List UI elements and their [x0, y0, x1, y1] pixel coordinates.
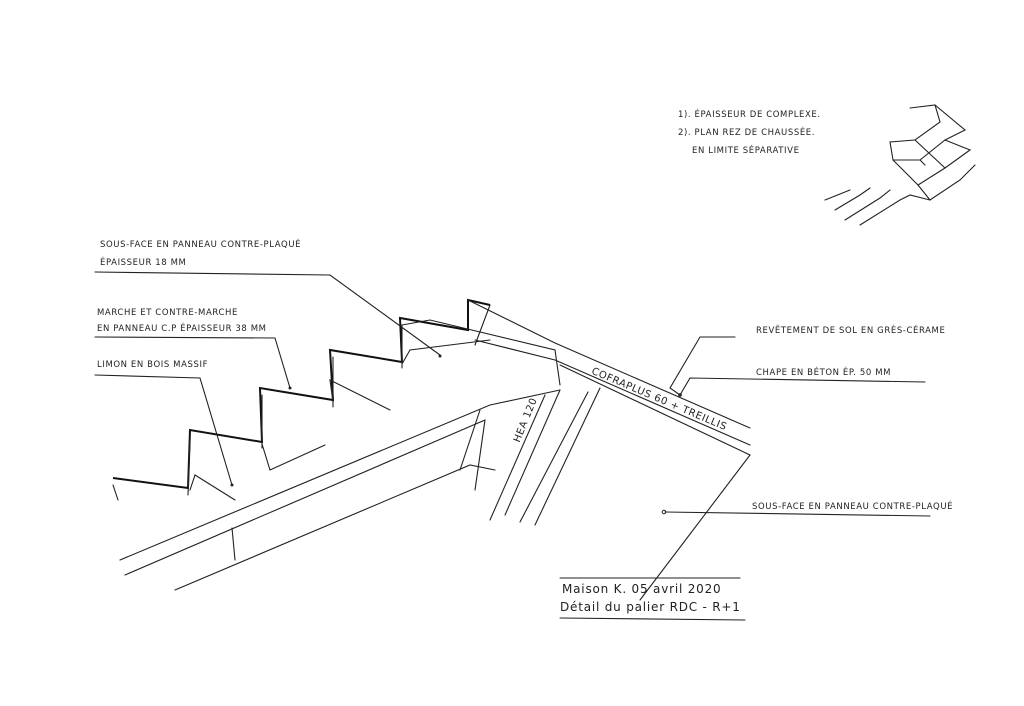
title-line-2: Détail du palier RDC - R+1: [560, 600, 741, 614]
leader-lines: [94, 271, 931, 621]
stair-steps: [112, 298, 751, 501]
note-line-2: 2). Plan rez de chaussée.: [678, 128, 816, 138]
note-line-3: En limite séparative: [692, 146, 800, 156]
note-line-1: 1). Épaisseur de complexe.: [678, 110, 821, 120]
label-marche-2: en panneau C.P épaisseur 38 mm: [97, 324, 267, 334]
label-sous-face-right: Sous-face en panneau contre-plaqué: [752, 502, 954, 512]
label-revetement: Revêtement de sol en grès-cérame: [756, 326, 946, 336]
stringer-and-beams: [119, 387, 751, 601]
title-line-1: Maison K. 05 avril 2020: [562, 582, 722, 596]
label-marche-1: Marche et contre-marche: [97, 308, 238, 318]
label-limon: Limon en bois massif: [97, 360, 209, 370]
stair-sketch-icon: [824, 104, 976, 226]
label-sous-face-top: Sous-face en panneau contre-plaqué: [100, 240, 302, 250]
label-epaisseur-18: Épaisseur 18 mm: [100, 258, 187, 268]
label-chape: Chape en béton ép. 50 mm: [756, 368, 892, 378]
